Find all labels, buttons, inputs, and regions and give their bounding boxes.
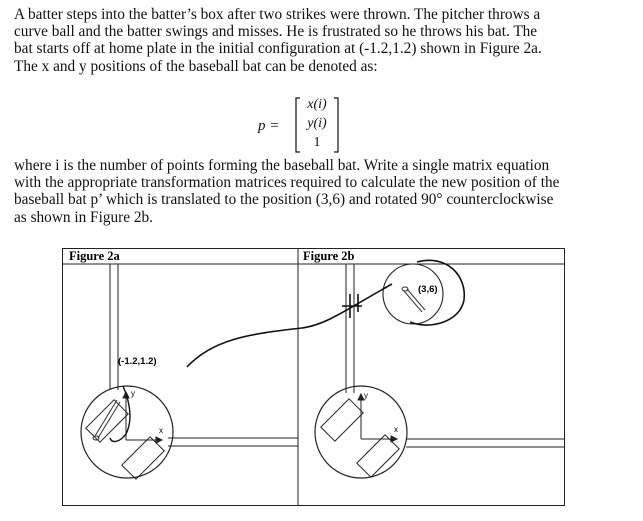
task-line: where i is the number of points forming … (14, 157, 550, 174)
vector-entry-y: y(i) (307, 116, 327, 131)
intro-line: bat starts off at home plate in the init… (14, 40, 542, 58)
column-vector: x(i) y(i) 1 (294, 96, 340, 154)
y-arrow-b (357, 392, 365, 401)
axes-a (122, 390, 164, 444)
point-label-a: (-1.2,1.2) (118, 356, 157, 367)
position-vector-equation: p = x(i) y(i) 1 (250, 96, 370, 154)
x-arrow-b (390, 435, 399, 443)
bat-a (92, 399, 121, 441)
vector-brackets (295, 97, 339, 153)
batter-boxes-a (85, 399, 165, 480)
intro-line: The x and y positions of the baseball ba… (14, 57, 378, 75)
target-circle-b (382, 263, 444, 325)
intro-line: curve ball and the batter swings and mis… (14, 23, 538, 41)
bat-b (401, 286, 426, 313)
vector-entry-one: 1 (313, 135, 321, 150)
intro-paragraph: A batter steps into the batter’s box aft… (14, 6, 614, 75)
point-label-b: (3,6) (418, 284, 438, 295)
figure-2b-caption: Figure 2b (303, 249, 355, 263)
handdrawn-loop-a (109, 385, 131, 443)
task-line: as shown in Figure 2b. (14, 208, 153, 226)
y-axis-label-a: y (131, 389, 135, 398)
equation-lhs: p = (258, 118, 280, 134)
figure-2a-caption: Figure 2a (69, 249, 121, 263)
task-line: baseball bat p’ which is translated to t… (14, 191, 554, 209)
home-plate-circle-a (80, 385, 174, 479)
field-lines-b (345, 264, 565, 448)
figure-frame (62, 248, 565, 506)
task-paragraph: where i is the number of points forming … (14, 157, 614, 226)
handdrawn-circle-b (409, 259, 466, 326)
intro-line: A batter steps into the batter’s box aft… (14, 6, 541, 23)
batter-boxes-b (320, 398, 400, 478)
x-axis-label-b: x (394, 425, 398, 434)
y-axis-label-b: y (364, 391, 368, 400)
axes-b (357, 392, 399, 443)
home-plate-circle-b (314, 385, 408, 479)
x-axis-label-a: x (159, 426, 163, 435)
handdrawn-cross-b (342, 294, 362, 318)
handdrawn-connector (186, 283, 393, 368)
vector-entry-x: x(i) (307, 97, 327, 112)
field-lines-a (109, 264, 298, 447)
x-arrow-a (155, 436, 164, 444)
task-line: with the appropriate transformation matr… (14, 174, 560, 192)
figure-panel: Figure 2a Figure 2b x y (-1.2,1.2) (62, 248, 565, 506)
